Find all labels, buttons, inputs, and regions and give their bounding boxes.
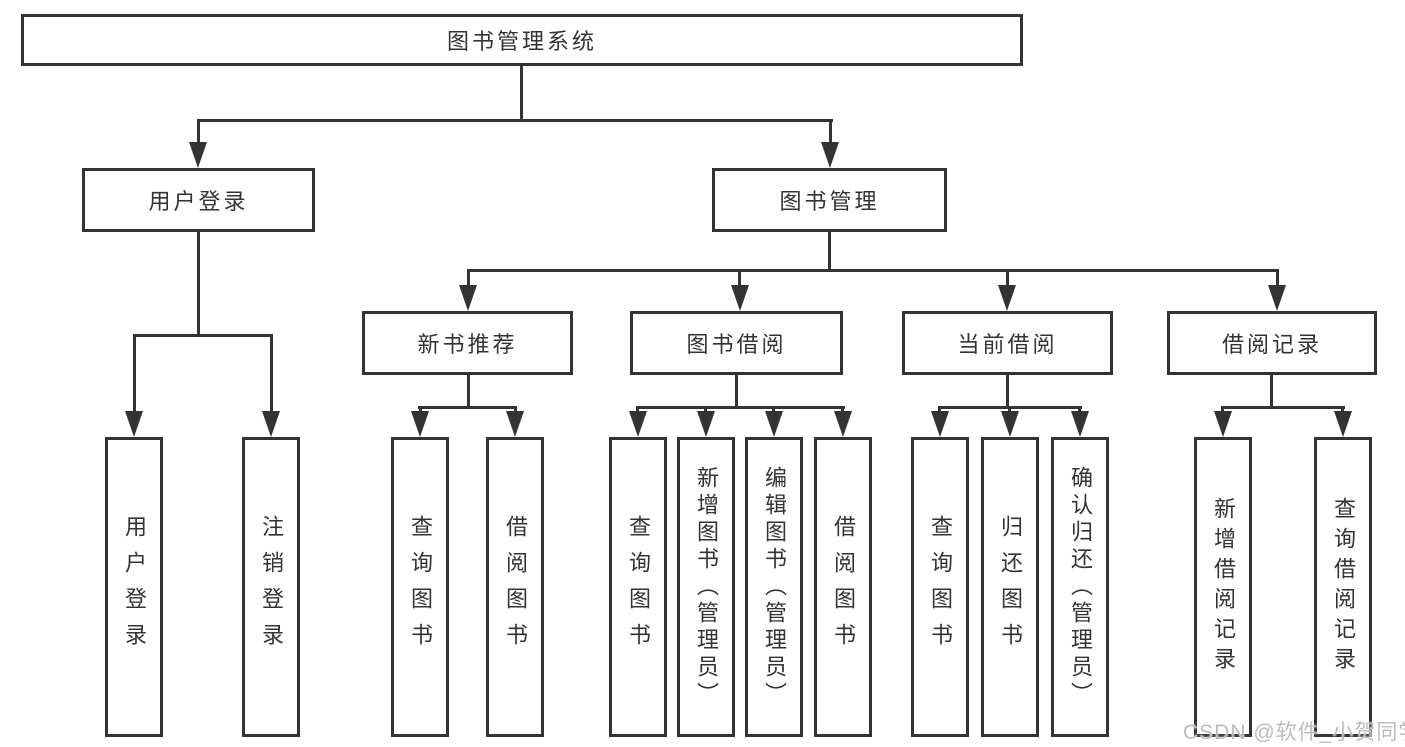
arrow-down-icon xyxy=(189,142,207,168)
connector-vline xyxy=(735,373,738,408)
connector-vline xyxy=(467,373,470,408)
node-book-borrowing: 图书借阅 xyxy=(630,311,843,375)
connector-vline xyxy=(829,119,832,147)
leaf-label: 新增图书（管理员） xyxy=(694,465,719,709)
arrow-down-icon xyxy=(998,285,1016,311)
arrow-down-icon xyxy=(931,411,949,437)
node-user-login: 用户登录 xyxy=(82,168,315,232)
arrow-down-icon xyxy=(765,411,783,437)
node-current-borrowing: 当前借阅 xyxy=(902,311,1113,375)
leaf-edit-book-admin: 编辑图书（管理员） xyxy=(745,437,803,737)
connector-hline xyxy=(1221,406,1345,409)
arrow-down-icon xyxy=(629,411,647,437)
leaf-confirm-return-admin: 确认归还（管理员） xyxy=(1051,437,1109,737)
connector-vline xyxy=(1006,269,1009,291)
arrow-down-icon xyxy=(1268,285,1286,311)
arrow-down-icon xyxy=(506,411,524,437)
leaf-query-borrow-record: 查询借阅记录 xyxy=(1314,437,1372,737)
arrow-down-icon xyxy=(262,411,280,437)
connector-hline xyxy=(418,406,517,409)
connector-vline xyxy=(467,269,470,291)
leaf-return-books: 归还图书 xyxy=(981,437,1039,737)
connector-hline xyxy=(467,269,1279,272)
leaf-label: 借阅图书 xyxy=(831,515,856,659)
arrow-down-icon xyxy=(821,142,839,168)
arrow-down-icon xyxy=(1214,411,1232,437)
connector-vline xyxy=(738,269,741,291)
connector-vline xyxy=(1006,373,1009,408)
leaf-label: 确认归还（管理员） xyxy=(1068,465,1093,709)
connector-vline xyxy=(197,119,200,147)
arrow-down-icon xyxy=(411,411,429,437)
connector-vline xyxy=(270,334,273,416)
leaf-label: 编辑图书（管理员） xyxy=(762,465,787,709)
leaf-label: 归还图书 xyxy=(998,515,1023,659)
arrow-down-icon xyxy=(834,411,852,437)
arrow-down-icon xyxy=(1071,411,1089,437)
connector-hline xyxy=(197,119,833,122)
connector-vline xyxy=(133,334,136,416)
arrow-down-icon xyxy=(1334,411,1352,437)
node-borrowing-records: 借阅记录 xyxy=(1167,311,1377,375)
leaf-label: 查询图书 xyxy=(928,515,953,659)
leaf-logout: 注销登录 xyxy=(242,437,300,737)
connector-vline xyxy=(828,230,831,272)
leaf-label: 新增借阅记录 xyxy=(1211,497,1236,677)
connector-vline xyxy=(520,64,523,122)
leaf-label: 用户登录 xyxy=(122,515,147,659)
arrow-down-icon xyxy=(459,285,477,311)
leaf-query-books-nb: 查询图书 xyxy=(391,437,449,737)
node-book-management: 图书管理 xyxy=(712,168,947,232)
arrow-down-icon xyxy=(731,285,749,311)
leaf-user-login: 用户登录 xyxy=(105,437,163,737)
node-root-system: 图书管理系统 xyxy=(21,14,1023,66)
leaf-borrow-books-bb: 借阅图书 xyxy=(814,437,872,737)
arrow-down-icon xyxy=(1001,411,1019,437)
arrow-down-icon xyxy=(125,411,143,437)
leaf-label: 查询图书 xyxy=(626,515,651,659)
leaf-label: 注销登录 xyxy=(259,515,284,659)
connector-vline xyxy=(1270,373,1273,408)
leaf-label: 借阅图书 xyxy=(503,515,528,659)
leaf-query-books-cb: 查询图书 xyxy=(911,437,969,737)
connector-hline xyxy=(133,334,273,337)
node-new-book-recommend: 新书推荐 xyxy=(362,311,573,375)
leaf-add-borrow-record: 新增借阅记录 xyxy=(1194,437,1252,737)
leaf-add-book-admin: 新增图书（管理员） xyxy=(677,437,735,737)
leaf-label: 查询图书 xyxy=(408,515,433,659)
leaf-query-books-bb: 查询图书 xyxy=(609,437,667,737)
connector-hline xyxy=(636,406,845,409)
leaf-borrow-books-nb: 借阅图书 xyxy=(486,437,544,737)
leaf-label: 查询借阅记录 xyxy=(1331,497,1356,677)
connector-vline xyxy=(197,230,200,336)
csdn-watermark: CSDN @软件_小贺同学 xyxy=(1183,721,1405,744)
connector-vline xyxy=(1276,269,1279,291)
arrow-down-icon xyxy=(697,411,715,437)
